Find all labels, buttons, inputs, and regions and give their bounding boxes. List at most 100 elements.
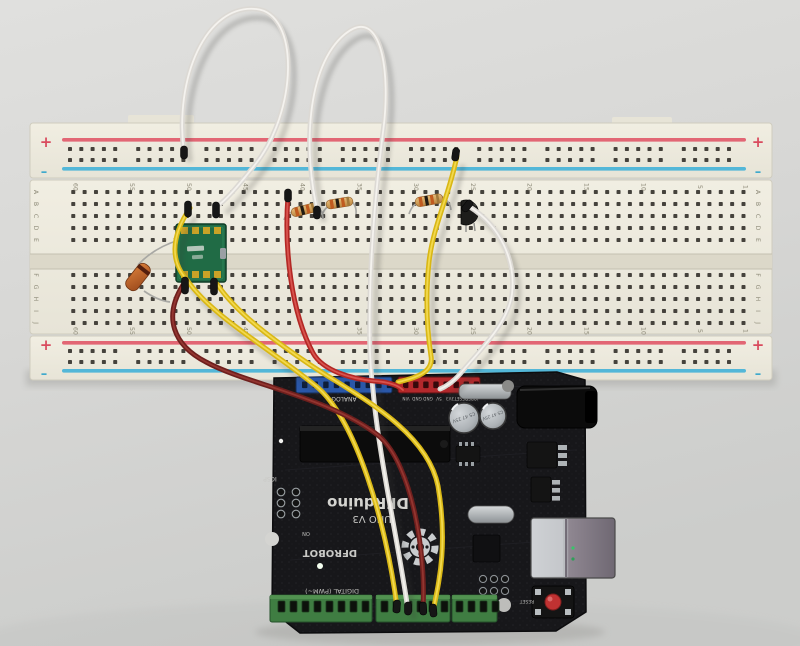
rail-hole [704, 349, 709, 353]
breadboard-hole [616, 190, 621, 194]
breadboard-hole [355, 273, 360, 277]
breadboard-hole [639, 190, 644, 194]
breadboard-hole [423, 238, 428, 242]
breadboard-hole [71, 238, 76, 242]
column-number: 30 [412, 327, 419, 335]
breadboard-hole [627, 273, 632, 277]
jumper-wire-yellow-1 [172, 205, 400, 610]
breadboard-hole [128, 202, 133, 206]
breadboard-hole [684, 273, 689, 277]
breadboard-hole [650, 321, 655, 325]
rail-hole [681, 147, 686, 151]
breadboard-hole [446, 297, 451, 301]
rail-hole [442, 158, 447, 162]
breadboard-hole [468, 226, 473, 230]
wire-connector-cap [429, 603, 438, 618]
breadboard-hole [559, 214, 564, 218]
rail-hole [249, 147, 254, 151]
breadboard-hole [82, 309, 87, 313]
rail-hole [613, 360, 618, 364]
breadboard-hole [230, 226, 235, 230]
rail-hole [647, 147, 652, 151]
breadboard-hole [321, 285, 326, 289]
breadboard-hole [162, 273, 167, 277]
rail-hole [352, 360, 357, 364]
on-label: ON [302, 530, 310, 536]
breadboard-hole [241, 297, 246, 301]
terminal-hole [277, 600, 286, 613]
breadboard-hole [525, 226, 530, 230]
breadboard-hole [571, 238, 576, 242]
rail-hole [90, 147, 95, 151]
rail-hole [249, 360, 254, 364]
breadboard-hole [230, 238, 235, 242]
rail-hole [545, 158, 550, 162]
breadboard-hole [275, 321, 280, 325]
breadboard-hole [457, 321, 462, 325]
breadboard-hole [253, 202, 258, 206]
breadboard-hole [377, 321, 382, 325]
breadboard-hole [446, 309, 451, 313]
icsp-pin [276, 498, 286, 508]
breadboard-hole [82, 202, 87, 206]
rail-hole [624, 360, 629, 364]
breadboard-hole [537, 238, 542, 242]
breadboard-hole [434, 321, 439, 325]
breadboard-hole [264, 190, 269, 194]
breadboard-hole [116, 297, 121, 301]
breadboard-hole [730, 309, 735, 313]
rail-hole [352, 158, 357, 162]
rail-hole [442, 349, 447, 353]
breadboard-hole [128, 309, 133, 313]
breadboard-hole [82, 297, 87, 301]
breadboard-hole [559, 285, 564, 289]
breadboard-hole [116, 238, 121, 242]
header-pin-hole [433, 381, 439, 389]
rail-hole [590, 158, 595, 162]
breadboard-hole [139, 297, 144, 301]
header-pin-hole [403, 381, 409, 389]
breadboard-hole [309, 309, 314, 313]
rail-blue-line [62, 167, 746, 171]
breadboard-hole [593, 214, 598, 218]
rail-hole [545, 349, 550, 353]
breadboard-hole [718, 202, 723, 206]
rail-hole [727, 147, 731, 151]
breadboard-hole [139, 202, 144, 206]
breadboard-hole [730, 226, 735, 230]
breadboard-hole [650, 214, 655, 218]
breadboard-hole [412, 190, 417, 194]
breadboard-hole [343, 190, 348, 194]
breadboard-hole [696, 214, 701, 218]
rail-hole [636, 349, 641, 353]
brand-text: DFROBOT [303, 547, 357, 558]
breadboard-hole [93, 190, 98, 194]
rail-hole [624, 349, 629, 353]
rail-hole [317, 349, 322, 353]
breadboard-hole [480, 297, 485, 301]
terminal-hole [467, 600, 476, 613]
column-number: 25 [469, 183, 476, 191]
breadboard-hole [741, 285, 746, 289]
column-number: 15 [582, 327, 589, 335]
breadboard-hole [537, 190, 542, 194]
rail-hole [727, 349, 731, 353]
breadboard-hole [264, 214, 269, 218]
jumper-wires [170, 6, 516, 614]
breadboard-hole [491, 238, 496, 242]
breadboard-hole [105, 285, 110, 289]
breadboard-hole [741, 297, 746, 301]
breadboard-hole [480, 321, 485, 325]
breadboard-hole [684, 321, 689, 325]
breadboard-hole [275, 190, 280, 194]
header-pin-hole [413, 381, 419, 389]
breadboard-hole [571, 190, 576, 194]
row-letter: H [32, 297, 39, 302]
breadboard-hole [480, 190, 485, 194]
rail-hole [363, 158, 368, 162]
breadboard-hole [162, 202, 167, 206]
breadboard-hole [741, 214, 746, 218]
screw-terminal-blocks [269, 594, 500, 623]
rail-hole [522, 147, 527, 151]
